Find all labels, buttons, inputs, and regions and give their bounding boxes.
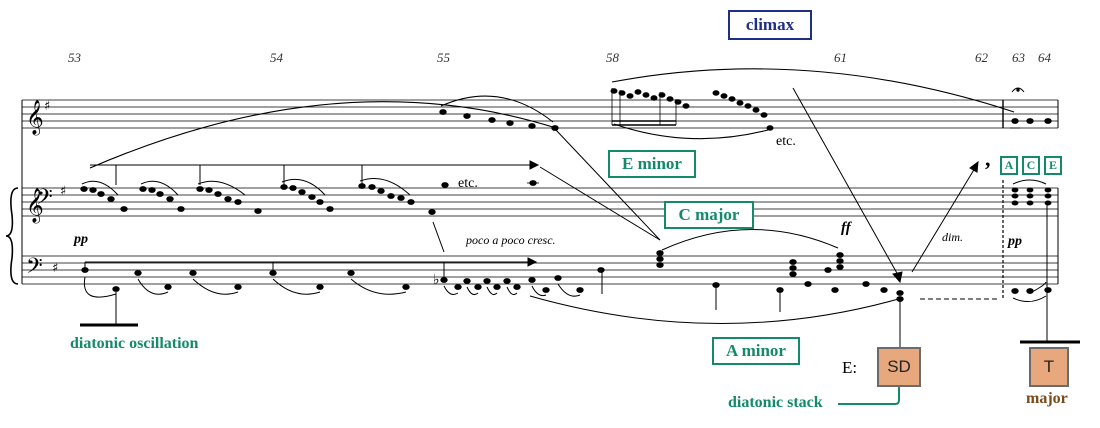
bass-notes — [81, 250, 1052, 302]
climax-label: climax — [728, 10, 812, 40]
top-slurs — [89, 68, 1015, 169]
major-label: major — [1026, 390, 1068, 407]
staff-middle — [22, 187, 1058, 217]
measure-number-55: 55 — [437, 50, 450, 65]
measure-number-62: 62 — [975, 50, 988, 65]
diatonic-oscillation-label: diatonic oscillation — [70, 335, 199, 352]
sharp-mid: ♯ — [60, 184, 66, 199]
sharp-top: ♯ — [44, 99, 50, 114]
triad-note-c: C — [1022, 156, 1040, 175]
bass-slurs — [83, 229, 1047, 324]
measure-number-53: 53 — [68, 50, 81, 65]
measure-number-63: 63 — [1012, 50, 1025, 65]
measure-number-61: 61 — [834, 50, 847, 65]
ff-dynamic: ff — [841, 220, 851, 236]
flat-sign: ♭ — [433, 272, 440, 288]
triad-note-e: E — [1044, 156, 1062, 175]
bass-clef-mid: 𝄢 — [36, 185, 53, 215]
note-groups-middle — [80, 178, 539, 215]
a-minor-label: A minor — [712, 337, 800, 365]
measure-number-64: 64 — [1038, 50, 1051, 65]
top-melody — [439, 87, 1052, 131]
triad-note-a: A — [1000, 156, 1018, 175]
dim-annotation: dim. — [942, 230, 963, 244]
poco-a-poco-annotation: poco a poco cresc. — [466, 233, 556, 247]
breath-mark: , — [985, 146, 991, 171]
diatonic-stack-connector — [838, 386, 900, 405]
brace — [5, 187, 19, 285]
pp-dynamic-2: pp — [1008, 234, 1022, 249]
staff-top — [22, 99, 1058, 129]
beams — [80, 87, 1080, 347]
treble-clef-top: 𝄞 — [26, 100, 44, 136]
c-major-label: C major — [664, 201, 754, 229]
treble-clef-mid: 𝄞 — [26, 188, 44, 224]
etc-annotation-1: etc. — [458, 176, 478, 191]
t-box: T — [1029, 347, 1069, 387]
etc-annotation-2: etc. — [776, 134, 796, 149]
measure-number-58: 58 — [606, 50, 619, 65]
barlines — [21, 100, 1059, 298]
e-minor-label: E minor — [608, 150, 696, 178]
sharp-bottom: ♯ — [52, 261, 58, 276]
staff-bottom — [22, 255, 1058, 285]
sd-box: SD — [877, 347, 921, 387]
measure-number-54: 54 — [270, 50, 283, 65]
bass-clef-bottom: 𝄢 — [26, 254, 43, 284]
pp-dynamic-1: pp — [74, 232, 88, 247]
key-prefix: E: — [842, 358, 858, 377]
diatonic-stack-label: diatonic stack — [728, 394, 823, 411]
chords-63-64 — [1011, 179, 1052, 206]
